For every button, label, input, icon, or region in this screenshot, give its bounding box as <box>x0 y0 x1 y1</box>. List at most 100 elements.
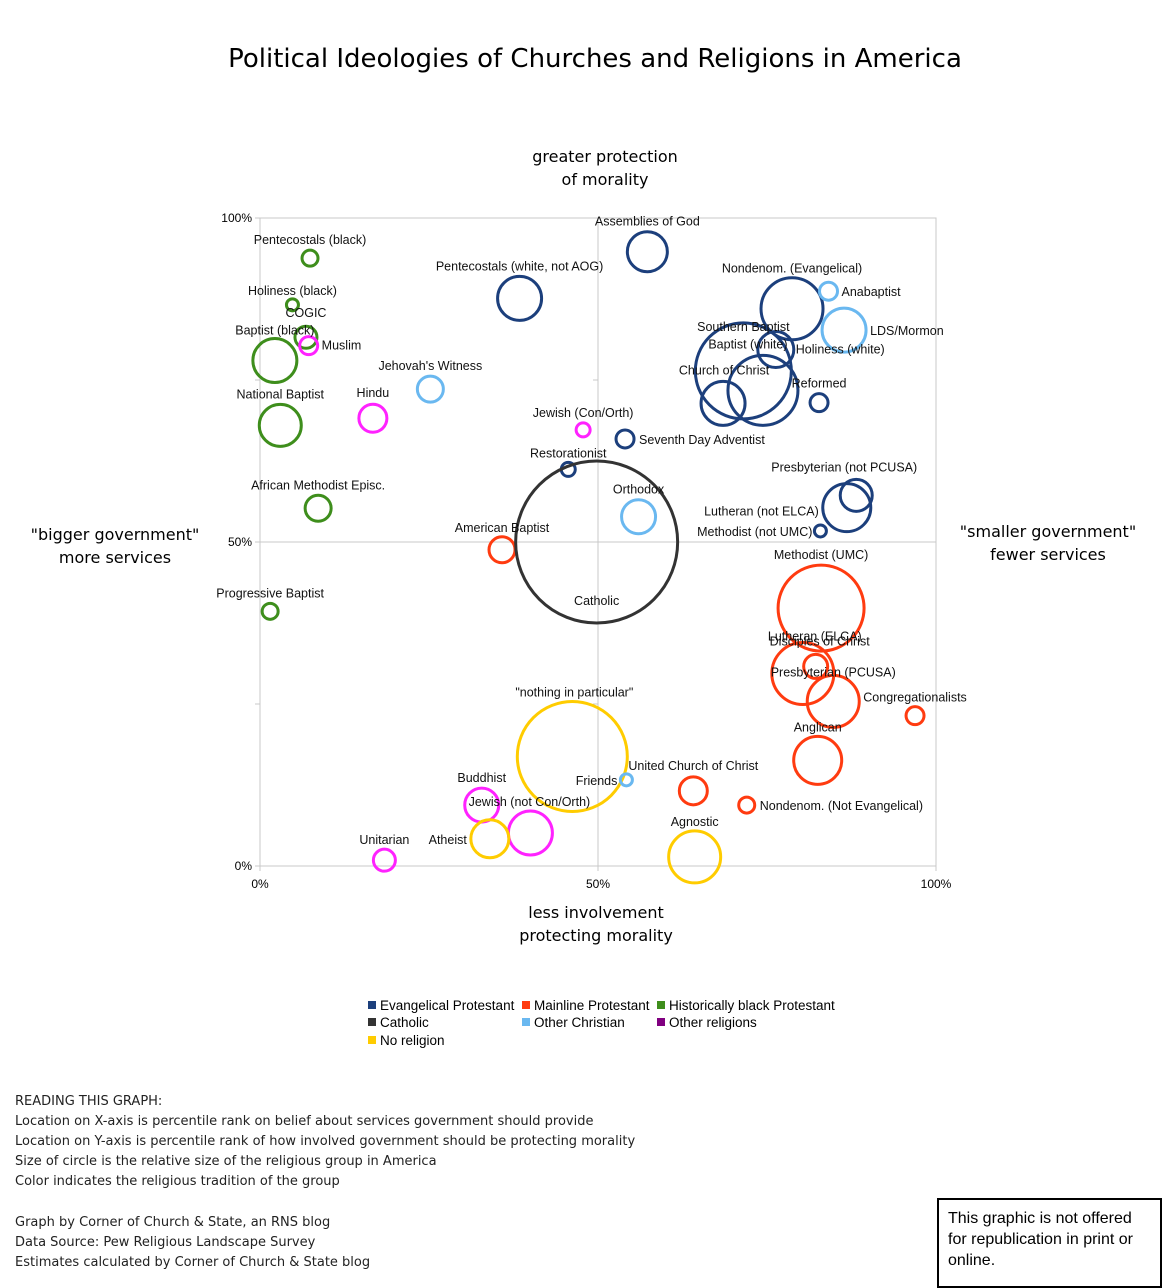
bubble-label-35: "nothing in particular" <box>515 685 633 699</box>
legend-label: Other Christian <box>534 1015 625 1030</box>
bubble-label-9: Jehovah's Witness <box>378 359 482 373</box>
bubble-38 <box>737 795 757 815</box>
axis-bottom-line-1: less involvement <box>528 903 664 922</box>
legend-label: Historically black Protestant <box>669 998 835 1013</box>
bubble-34 <box>792 734 844 786</box>
bubble-33 <box>904 705 926 727</box>
bubble-label-42: Agnostic <box>671 815 719 829</box>
legend-label: Mainline Protestant <box>534 998 650 1013</box>
legend-item-other-christian: Other Christian <box>522 1015 625 1030</box>
bubble-28 <box>812 523 828 539</box>
axis-right-line-2: fewer services <box>990 545 1106 564</box>
bubble-7 <box>298 335 320 357</box>
bubble-41 <box>469 818 511 860</box>
legend-label: No religion <box>380 1033 445 1048</box>
bubble-label-1: Holiness (black) <box>248 284 337 298</box>
legend-swatch <box>522 1018 530 1026</box>
bubble-2 <box>293 324 319 350</box>
x-tick-label: 100% <box>921 877 952 891</box>
legend-swatch <box>368 1036 376 1044</box>
bubble-label-33: Congregationalists <box>863 691 967 705</box>
reading-notes: READING THIS GRAPH: Location on X-axis i… <box>15 1092 635 1192</box>
legend-item-evangelical: Evangelical Protestant <box>368 998 514 1013</box>
bubble-35 <box>515 699 629 813</box>
bubble-chart: 0%50%100%0%50%100%Pentecostals (black)Ho… <box>216 211 967 891</box>
bubble-10 <box>496 274 544 322</box>
bubble-6 <box>260 601 280 621</box>
bubble-23 <box>756 330 796 370</box>
bubble-label-18: Nondenom. (Evangelical) <box>722 262 862 276</box>
bubble-label-17: Catholic <box>574 594 619 608</box>
axis-bottom-description: less involvement protecting morality <box>486 901 706 947</box>
bubble-label-41: Atheist <box>429 833 468 847</box>
legend-swatch <box>657 1018 665 1026</box>
bubble-29 <box>776 563 866 653</box>
bubble-12 <box>574 421 592 439</box>
bubble-label-27: Lutheran (not ELCA) <box>704 505 819 519</box>
bubble-19 <box>818 280 840 302</box>
bubble-11 <box>625 230 669 274</box>
bubble-label-14: Restorationist <box>530 446 607 460</box>
bubble-1 <box>284 297 300 313</box>
bubble-0 <box>300 248 320 268</box>
notes-line: Color indicates the religious tradition … <box>15 1174 340 1189</box>
bubble-label-34: Anglican <box>794 720 842 734</box>
bubble-label-12: Jewish (Con/Orth) <box>533 406 634 420</box>
bubble-label-23: Holiness (white) <box>796 343 885 357</box>
bubble-label-15: Orthodox <box>613 483 665 497</box>
bubble-label-26: Presbyterian (not PCUSA) <box>771 460 917 474</box>
bubble-32 <box>805 673 861 729</box>
bubble-label-4: National Baptist <box>236 387 324 401</box>
chart-title: Political Ideologies of Churches and Rel… <box>228 44 962 74</box>
axis-top-line-2: of morality <box>561 170 649 189</box>
legend-item-mainline: Mainline Protestant <box>522 998 650 1013</box>
axis-left-line-1: "bigger government" <box>30 525 200 544</box>
bubble-label-32: Presbyterian (PCUSA) <box>771 665 896 679</box>
bubble-label-31: Disciples of Christ <box>770 634 871 648</box>
legend-label: Other religions <box>669 1015 757 1030</box>
bubble-label-37: United Church of Christ <box>628 759 758 773</box>
bubble-label-16: American Baptist <box>455 521 550 535</box>
bubble-label-39: Buddhist <box>457 771 506 785</box>
bubble-20 <box>820 306 868 354</box>
bubble-40 <box>506 809 554 857</box>
bubble-label-2: COGIC <box>285 306 326 320</box>
bubble-label-36: Friends <box>576 774 618 788</box>
bubble-26 <box>838 477 874 513</box>
legend-label: Catholic <box>380 1015 429 1030</box>
bubble-label-25: Reformed <box>792 377 847 391</box>
credit-line: Data Source: Pew Religious Landscape Sur… <box>15 1235 316 1250</box>
bubble-3 <box>251 337 299 385</box>
bubble-label-6: Progressive Baptist <box>216 586 324 600</box>
bubble-label-29: Methodist (UMC) <box>774 548 868 562</box>
bubble-13 <box>614 428 636 450</box>
axis-right-line-1: "smaller government" <box>959 522 1137 541</box>
bubble-37 <box>677 775 709 807</box>
bubble-label-38: Nondenom. (Not Evangelical) <box>760 799 923 813</box>
bubble-label-22: Baptist (white) <box>708 337 787 351</box>
axis-left-line-2: more services <box>58 548 172 567</box>
x-tick-label: 50% <box>586 877 610 891</box>
y-tick-label: 50% <box>228 535 252 549</box>
bubble-15 <box>620 498 658 536</box>
bubble-24 <box>699 379 747 427</box>
legend-item-other-religions: Other religions <box>657 1015 757 1030</box>
notes-heading: READING THIS GRAPH: <box>15 1094 163 1109</box>
bubble-27 <box>821 482 873 534</box>
bubble-8 <box>357 402 389 434</box>
bubble-label-24: Church of Christ <box>679 363 770 377</box>
bubble-4 <box>257 402 303 448</box>
bubble-label-40: Jewish (not Con/Orth) <box>469 795 591 809</box>
legend-swatch <box>522 1001 530 1009</box>
bubble-22 <box>726 353 800 427</box>
bubble-label-5: African Methodist Episc. <box>251 478 385 492</box>
bubble-label-11: Assemblies of God <box>595 215 700 229</box>
legend-label: Evangelical Protestant <box>380 998 515 1013</box>
legend-item-no-religion: No religion <box>368 1033 445 1048</box>
bubble-label-8: Hindu <box>357 386 390 400</box>
axis-bottom-line-2: protecting morality <box>519 926 673 945</box>
bubble-5 <box>303 493 333 523</box>
bubble-label-13: Seventh Day Adventist <box>639 433 765 447</box>
bubble-label-30: Lutheran (ELCA) <box>768 630 862 644</box>
bubble-25 <box>808 392 830 414</box>
